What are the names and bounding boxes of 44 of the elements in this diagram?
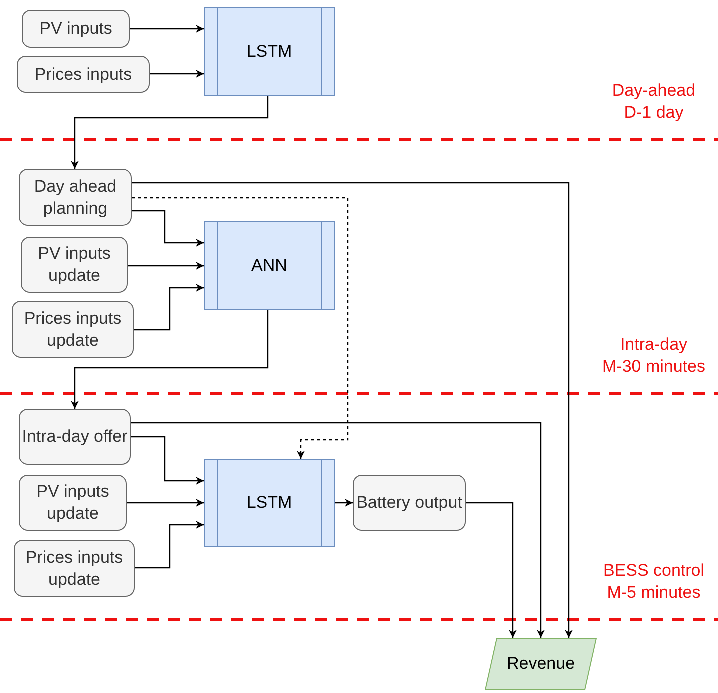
node-label: Battery output xyxy=(356,492,462,514)
arrow xyxy=(135,521,204,569)
dashed-arrow xyxy=(132,197,349,459)
model-box xyxy=(204,7,335,96)
process-box xyxy=(12,301,134,358)
node-label: LSTM xyxy=(246,492,292,514)
output-parallelogram xyxy=(485,638,597,690)
arrow xyxy=(132,182,573,638)
node-label: PV inputs update xyxy=(36,481,110,525)
phase-label: Day-ahead D-1 day xyxy=(611,80,697,124)
process-box xyxy=(14,540,135,597)
node-label: Prices inputs update xyxy=(23,308,123,352)
arrow xyxy=(150,70,204,78)
arrow xyxy=(131,436,204,485)
process-box xyxy=(19,475,127,531)
phase-label: BESS control M-5 minutes xyxy=(602,560,706,604)
process-box xyxy=(22,10,130,48)
process-box xyxy=(19,409,131,465)
arrow xyxy=(128,262,204,270)
node-label: Intra-day offer xyxy=(22,426,128,448)
node-label: PV inputs xyxy=(40,18,112,40)
arrow xyxy=(131,422,545,638)
process-box xyxy=(21,237,128,293)
arrow xyxy=(71,310,269,409)
node-label: LSTM xyxy=(246,40,292,62)
phase-label: Intra-day M-30 minutes xyxy=(602,334,706,378)
node-label: PV inputs update xyxy=(37,243,112,287)
node-label: Day ahead planning xyxy=(33,176,118,220)
node-label: Revenue xyxy=(506,653,576,675)
node-label: ANN xyxy=(252,254,288,276)
model-box xyxy=(204,459,335,547)
model-box xyxy=(204,221,335,310)
process-box xyxy=(17,56,150,93)
arrow xyxy=(466,502,517,638)
process-box xyxy=(19,169,132,226)
arrow xyxy=(335,499,353,507)
node-label: Prices inputs xyxy=(34,64,132,86)
arrow xyxy=(127,499,204,507)
process-box xyxy=(353,475,466,531)
arrow xyxy=(130,25,204,33)
arrow xyxy=(132,210,204,247)
arrow xyxy=(71,96,269,169)
node-label: Prices inputs update xyxy=(24,546,124,590)
arrow xyxy=(134,284,204,331)
